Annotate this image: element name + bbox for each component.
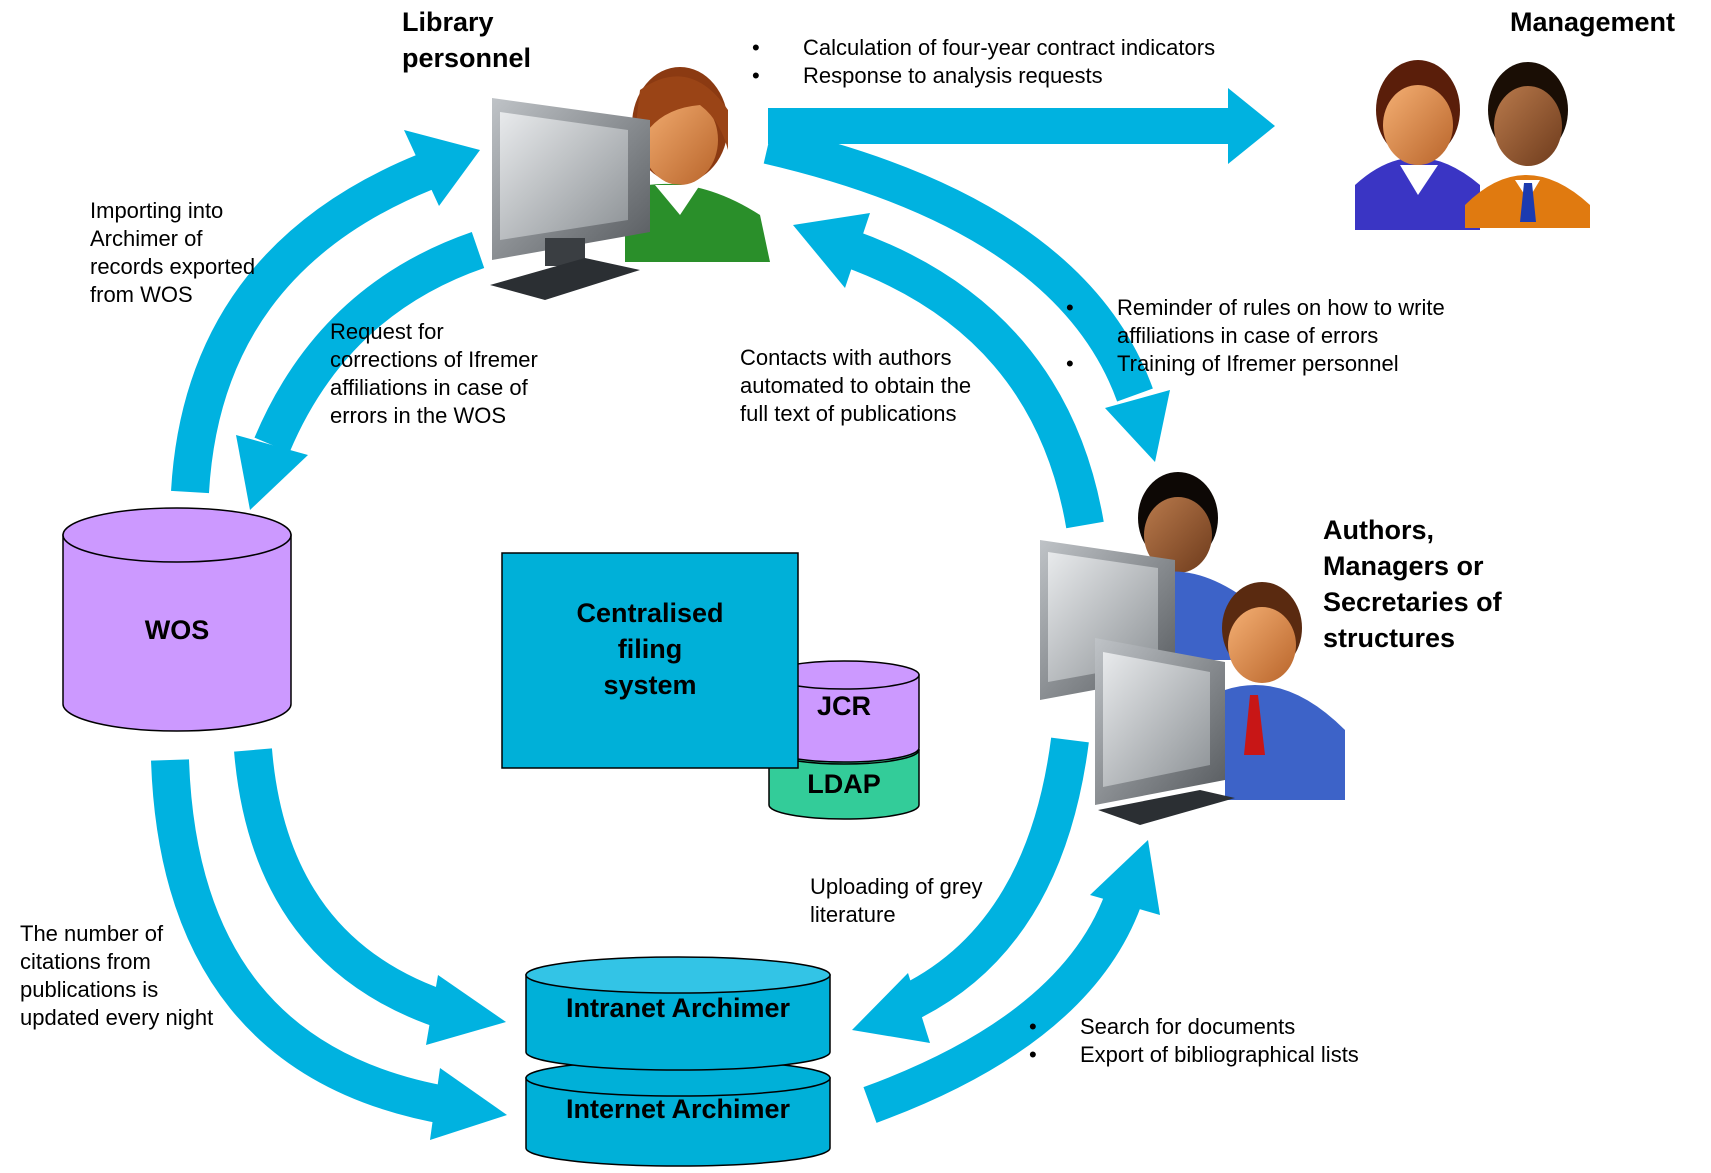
authors-bullets: Reminder of rules on how to write affili… bbox=[1062, 294, 1445, 378]
archimer-bullet: Search for documents bbox=[1025, 1013, 1359, 1041]
archimer-bullets: Search for documents Export of bibliogra… bbox=[1025, 1013, 1359, 1069]
label-contacts: Contacts with authors automated to obtai… bbox=[740, 345, 972, 426]
management-bullet: Response to analysis requests bbox=[748, 62, 1215, 90]
label-corrections: Request for corrections of Ifremer affil… bbox=[330, 319, 538, 428]
label-citations: The number of citations from publication… bbox=[20, 921, 214, 1030]
library-personnel-title-text: Library personnel bbox=[402, 7, 532, 73]
wos-label: WOS bbox=[144, 615, 210, 645]
library-personnel-title: Library personnel bbox=[402, 4, 531, 76]
authors-title: Authors, Managers or Secretaries of stru… bbox=[1323, 512, 1502, 656]
arrow-wos-to-internet bbox=[151, 759, 507, 1140]
management-icon bbox=[1355, 60, 1590, 230]
internet-archimer-label: Internet Archimer bbox=[565, 1094, 791, 1124]
library-personnel-icon bbox=[490, 67, 770, 300]
intranet-archimer-database bbox=[525, 956, 831, 1071]
arrow-authors-to-library bbox=[793, 213, 1104, 529]
label-grey-literature: Uploading of grey literature bbox=[810, 874, 983, 927]
management-bullet: Calculation of four-year contract indica… bbox=[748, 34, 1215, 62]
central-filing-box bbox=[501, 552, 799, 769]
management-title-text: Management bbox=[1510, 7, 1676, 37]
arrow-wos-to-intranet bbox=[234, 748, 506, 1045]
central-filing-label: Centralised filing system bbox=[576, 598, 724, 700]
label-import: Importing into Archimer of records expor… bbox=[90, 198, 256, 307]
arrow-library-to-management bbox=[768, 88, 1275, 164]
archimer-bullet: Export of bibliographical lists bbox=[1025, 1041, 1359, 1069]
jcr-label: JCR bbox=[816, 691, 871, 721]
authors-bullet: Reminder of rules on how to write affili… bbox=[1062, 294, 1445, 350]
management-title: Management bbox=[1510, 4, 1675, 40]
authors-bullet: Training of Ifremer personnel bbox=[1062, 350, 1445, 378]
authors-title-text: Authors, Managers or Secretaries of stru… bbox=[1323, 515, 1502, 653]
ldap-label: LDAP bbox=[807, 769, 881, 799]
arrow-wos-to-library bbox=[171, 130, 480, 494]
wos-database bbox=[62, 507, 292, 732]
arrow-authors-to-intranet bbox=[852, 737, 1089, 1043]
management-bullets: Calculation of four-year contract indica… bbox=[748, 34, 1215, 90]
authors-icon bbox=[1040, 472, 1345, 825]
arrow-library-to-wos bbox=[236, 232, 485, 510]
internet-archimer-database bbox=[525, 1059, 831, 1167]
intranet-archimer-label: Intranet Archimer bbox=[565, 993, 791, 1023]
